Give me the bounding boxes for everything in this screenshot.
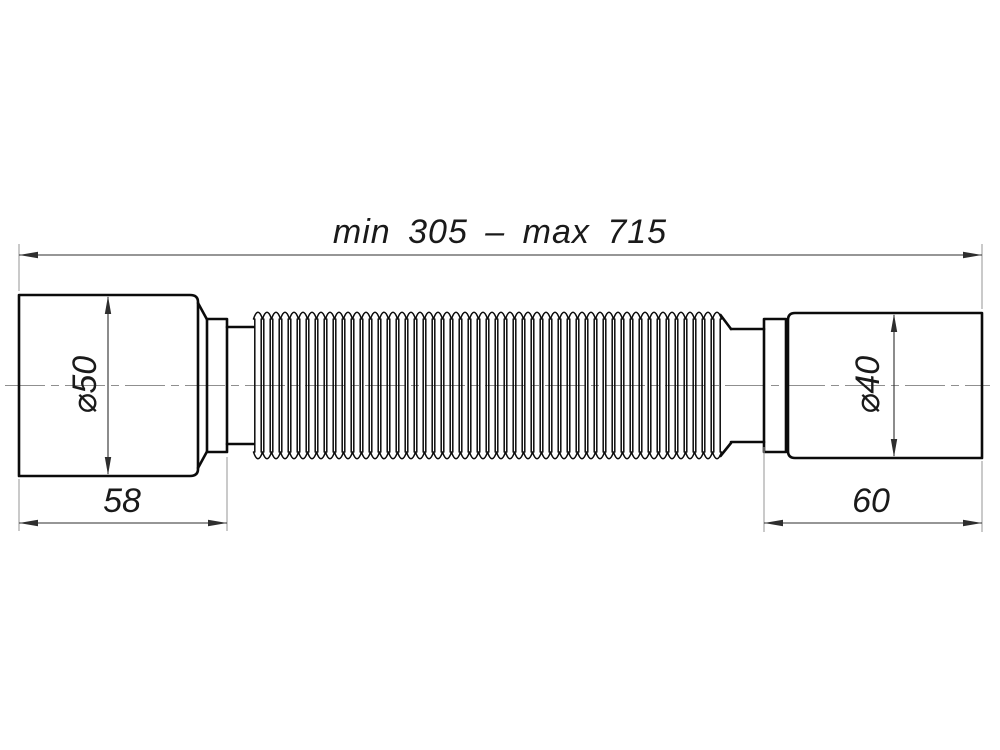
arrowhead (890, 439, 898, 457)
left-neck (225, 325, 255, 446)
left-fitting-outline (17, 293, 255, 478)
arrowhead (764, 519, 783, 527)
arrowhead (19, 251, 38, 259)
dimension-left-diameter: ⌀50 (66, 296, 112, 475)
arrowhead (104, 296, 112, 314)
corrugated-hose (252, 311, 723, 460)
right-fitting-outline (719, 311, 984, 460)
left-collar-ring (205, 317, 229, 454)
left-cuff-taper (196, 301, 209, 470)
right-collar-ring (762, 317, 788, 454)
right-cuff-body (786, 311, 984, 460)
dimension-overall-length: min 305 – max 715 (18, 213, 983, 309)
arrowhead (208, 519, 227, 527)
left-cuff-length-label: 58 (103, 482, 141, 520)
right-cuff-length-label: 60 (852, 482, 890, 520)
arrowhead (104, 457, 112, 475)
corrugation-rib-walls (254, 318, 721, 453)
right-neck (729, 327, 766, 444)
arrowhead (890, 314, 898, 332)
dimension-right-diameter: ⌀40 (849, 314, 898, 457)
dimension-right-cuff-length: 60 (763, 447, 983, 532)
arrowhead (19, 519, 38, 527)
corrugation-top-scallops (252, 311, 723, 320)
overall-length-label: min 305 – max 715 (333, 213, 667, 251)
corrugation-bottom-scallops (252, 451, 723, 460)
right-cuff-taper (719, 313, 733, 458)
dimension-left-cuff-length: 58 (18, 457, 228, 531)
right-diameter-label: ⌀40 (849, 356, 887, 414)
arrowhead (963, 519, 982, 527)
arrowhead (963, 251, 982, 259)
left-diameter-label: ⌀50 (66, 356, 104, 414)
